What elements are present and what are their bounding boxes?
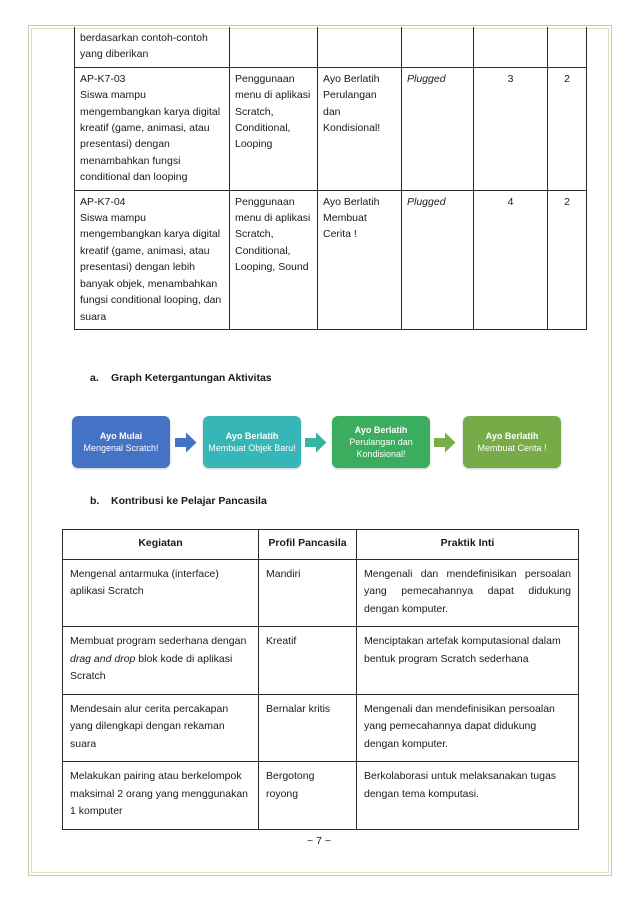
cell-capaian: berdasarkan contoh-contoh yang diberikan	[74, 27, 230, 68]
flow-node-subtitle: Membuat Objek Baru!	[208, 443, 296, 453]
table-row: berdasarkan contoh-contoh yang diberikan	[74, 27, 587, 68]
header-praktik-inti: Praktik Inti	[356, 529, 579, 560]
arrow-right-icon	[434, 432, 456, 453]
cell-mode: Plugged	[401, 66, 474, 191]
section-a-title: Graph Ketergantungan Aktivitas	[111, 372, 272, 384]
flow-node-title: Ayo Berlatih	[354, 424, 408, 435]
cell-minggu: 2	[547, 66, 587, 191]
cell-materi: Penggunaan menu di aplikasi Scratch, Con…	[229, 189, 318, 330]
page-footer: ~ 7 ~	[307, 835, 331, 847]
cell-profil-pancasila: Bergotong royong	[258, 761, 357, 830]
arrow-right-icon	[305, 432, 327, 453]
cell-praktik-inti: Berkolaborasi untuk melaksanakan tugas d…	[356, 761, 579, 830]
flow-node-title: Ayo Berlatih	[485, 430, 539, 441]
flow-node-title: Ayo Berlatih	[225, 430, 279, 441]
table-row: Mendesain alur cerita percakapan yang di…	[62, 693, 579, 762]
table-row: Mengenal antarmuka (interface) aplikasi …	[62, 558, 579, 627]
cell-materi	[229, 27, 318, 68]
cell-kegiatan: Mengenal antarmuka (interface) aplikasi …	[62, 558, 259, 627]
cell-jp	[473, 27, 548, 68]
emphasis-text: drag and drop	[70, 652, 136, 665]
cell-profil-pancasila: Mandiri	[258, 558, 357, 627]
cell-kegiatan: Mendesain alur cerita percakapan yang di…	[62, 693, 259, 762]
cell-jp: 3	[473, 66, 548, 191]
cell-aktivitas: Ayo Berlatih Membuat Cerita !	[317, 189, 402, 330]
cell-profil-pancasila: Bernalar kritis	[258, 693, 357, 762]
flow-node-subtitle: Mengenal Scratch!	[83, 443, 159, 453]
cell-aktivitas	[317, 27, 402, 68]
activity-table-container: berdasarkan contoh-contoh yang diberikan…	[74, 27, 587, 330]
table-row: Melakukan pairing atau berkelompok maksi…	[62, 761, 579, 830]
flow-node-title: Ayo Mulai	[99, 430, 143, 441]
cell-mode	[401, 27, 474, 68]
section-heading-b: b. Kontribusi ke Pelajar Pancasila	[90, 494, 267, 509]
cell-kegiatan: Melakukan pairing atau berkelompok maksi…	[62, 761, 259, 830]
flow-node-subtitle: Membuat Cerita !	[477, 443, 547, 453]
cell-mode: Plugged	[401, 189, 474, 330]
cell-minggu: 2	[547, 189, 587, 330]
cell-minggu	[547, 27, 587, 68]
cell-profil-pancasila: Kreatif	[258, 626, 357, 695]
cell-aktivitas: Ayo Berlatih Perulangan dan Kondisional!	[317, 66, 402, 191]
activity-description: berdasarkan contoh-contoh yang diberikan	[80, 32, 208, 61]
cell-kegiatan: Membuat program sederhana dengan drag an…	[62, 626, 259, 695]
activity-description: Siswa mampu mengembangkan karya digital …	[80, 212, 222, 323]
section-b-title: Kontribusi ke Pelajar Pancasila	[111, 495, 267, 507]
arrow-right-icon	[175, 432, 197, 453]
cell-materi: Penggunaan menu di aplikasi Scratch, Con…	[229, 66, 318, 191]
section-heading-a: a. Graph Ketergantungan Aktivitas	[90, 371, 272, 386]
section-a-marker: a.	[90, 372, 99, 384]
section-b-marker: b.	[90, 495, 100, 507]
cell-praktik-inti: Mengenali dan mendefinisikan persoalan y…	[356, 693, 579, 762]
activity-description: Siswa mampu mengembangkan karya digital …	[80, 89, 221, 184]
cell-praktik-inti: Menciptakan artefak komputasional dalam …	[356, 626, 579, 695]
activity-code: AP-K7-03	[80, 72, 126, 85]
header-profil-pancasila: Profil Pancasila	[258, 529, 357, 560]
activity-code: AP-K7-04	[80, 195, 126, 208]
activity-table: berdasarkan contoh-contoh yang diberikan…	[74, 27, 587, 330]
table-row: Membuat program sederhana dengan drag an…	[62, 626, 579, 695]
header-kegiatan: Kegiatan	[62, 529, 259, 560]
cell-jp: 4	[473, 189, 548, 330]
flow-node-subtitle: Perulangan dan Kondisional!	[349, 436, 413, 460]
cell-praktik-inti: Mengenali dan mendefinisikan persoalan y…	[356, 558, 579, 627]
